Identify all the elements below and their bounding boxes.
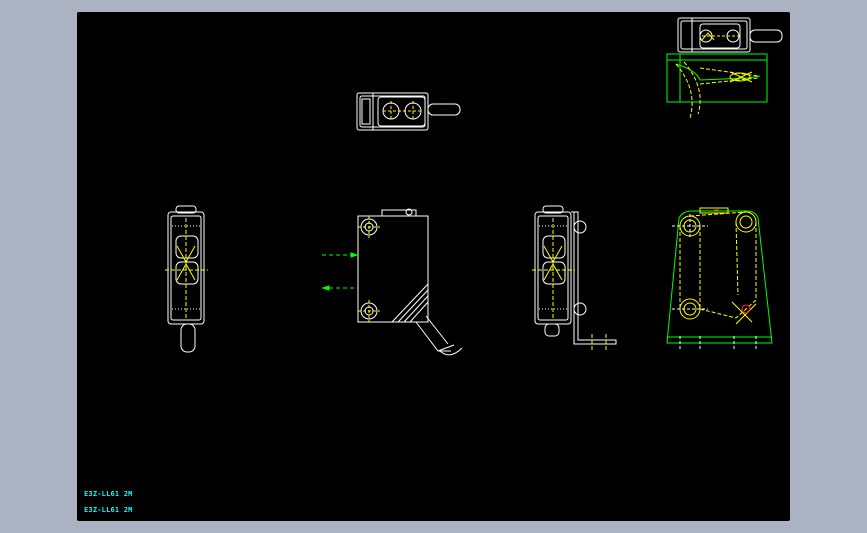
- sensor-side-view-centerlines: [358, 216, 380, 322]
- sensor-top-view-centerlines: [383, 101, 422, 121]
- assembly-top-sensor-marks: [701, 32, 740, 41]
- part-number-label: E3Z-LL61 2M: [84, 490, 133, 498]
- sensor-side-view-beams: [322, 254, 358, 289]
- sensor-bracket-front-view: [534, 205, 617, 345]
- part-number-label-2: E3Z-LL61 2M: [84, 506, 133, 514]
- assembly-bracket-view: [666, 53, 768, 103]
- sensor-side-view: [357, 208, 463, 356]
- bracket-side-view-sensor: [679, 207, 757, 325]
- drawing-sheet: [77, 12, 790, 521]
- assembly-cable: [675, 61, 759, 119]
- bracket-side-view-red-hole: [741, 304, 751, 314]
- sensor-front-view-lens: [165, 218, 208, 318]
- bracket-side-view: [666, 210, 773, 344]
- sensor-bracket-front-view-lens: [532, 218, 607, 350]
- sensor-front-view: [167, 205, 205, 353]
- assembly-top-sensor: [677, 17, 783, 53]
- bracket-side-view-centerlines: [672, 214, 757, 350]
- beam-arrows: [321, 252, 359, 291]
